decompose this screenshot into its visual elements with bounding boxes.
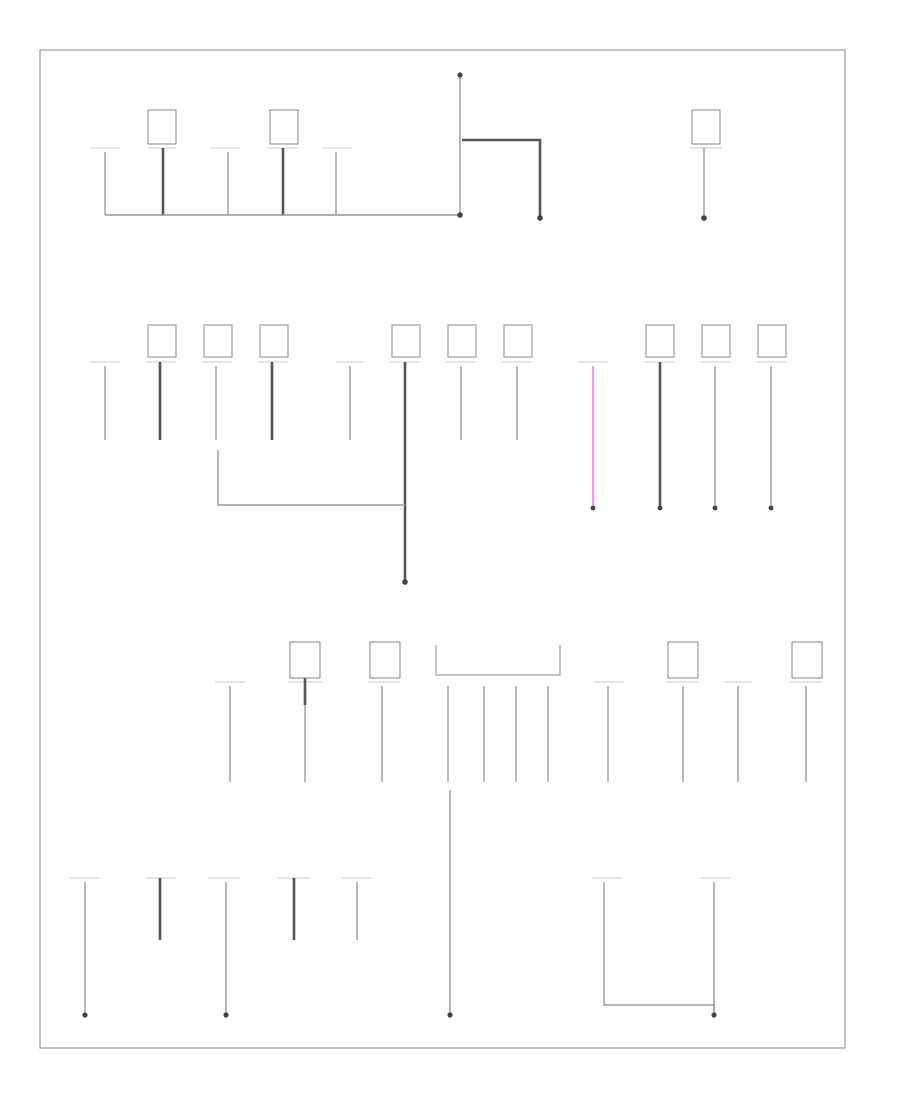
row-1-ground-points (457, 72, 707, 221)
row-3-components (215, 641, 823, 683)
component-box (147, 324, 177, 358)
ground-point (447, 1012, 453, 1018)
row-2-wires (104, 362, 772, 582)
component-box (503, 324, 533, 358)
component-box (259, 324, 289, 358)
row-1-components (90, 109, 722, 149)
component-box (147, 109, 177, 145)
component-box (289, 641, 321, 679)
row-2-ground-points (402, 505, 774, 585)
ground-point (712, 505, 718, 511)
component-box (269, 109, 299, 145)
component-box (757, 324, 787, 358)
component-box (391, 324, 421, 358)
ground-point (711, 1012, 717, 1018)
component-box (691, 109, 721, 145)
component-box (203, 324, 233, 358)
row-2-components (90, 324, 787, 363)
component-box (667, 641, 699, 679)
control-module-bracket (435, 645, 561, 676)
ground-point (590, 505, 596, 511)
ground-point (457, 72, 463, 78)
ground-point (223, 1012, 229, 1018)
row-1-wires (104, 75, 705, 218)
row-4-wires (84, 790, 715, 1015)
ground-point (82, 1012, 88, 1018)
row-4-ground-points (82, 1012, 717, 1018)
ground-point (457, 212, 463, 218)
component-box (369, 641, 401, 679)
ground-point (402, 579, 408, 585)
component-box (791, 641, 823, 679)
ground-point (768, 505, 774, 511)
ground-point (657, 505, 663, 511)
component-box (447, 324, 477, 358)
row-3-wires (229, 678, 807, 782)
ground-point (701, 215, 707, 221)
ground-point (537, 215, 543, 221)
component-box (645, 324, 675, 358)
diagram-frame (39, 49, 846, 1049)
component-box (701, 324, 731, 358)
